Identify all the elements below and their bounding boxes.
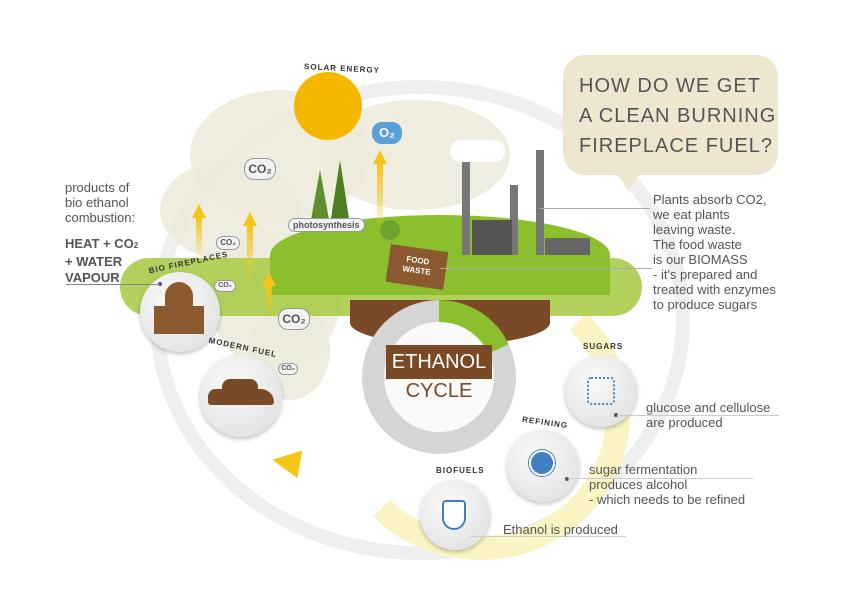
pointer-line — [540, 208, 650, 209]
biofuels-label: BIOFUELS — [436, 466, 485, 475]
co2-bubble: CO₂ — [278, 308, 310, 330]
co2-bubble: CO₂ — [244, 158, 276, 180]
text-line: to produce sugars — [653, 297, 758, 312]
magnifier-icon — [529, 450, 555, 476]
text-line: treated with enzymes — [653, 282, 776, 297]
sugars-label: SUGARS — [583, 342, 624, 351]
flask-icon — [442, 500, 466, 530]
arrow-up-icon — [192, 204, 206, 218]
sugars-circle — [565, 355, 637, 427]
text-line: leaving waste. — [653, 222, 736, 237]
molecule-icon — [587, 377, 615, 405]
arrow-shaft — [266, 286, 272, 316]
rain-cloud — [450, 140, 505, 162]
text-line: sugar fermentation — [589, 462, 698, 477]
pointer-line — [440, 268, 652, 269]
subscript: 2 — [133, 241, 139, 250]
text-line: glucose and cellulose — [646, 400, 771, 415]
arrow-to-left-icon — [269, 445, 303, 479]
text-line: - which needs to be refined — [589, 492, 746, 507]
text-line: bio ethanol — [65, 195, 129, 210]
arrow-up-icon — [373, 150, 387, 164]
arrow-shaft — [377, 164, 383, 234]
refining-circle — [507, 430, 579, 502]
car-icon — [208, 389, 274, 405]
text-line: HEAT + CO — [65, 236, 134, 251]
combustion-intro: products of bio ethanol combustion: — [65, 180, 135, 225]
question-line: HOW DO WE GET — [579, 75, 761, 97]
text-line: - it's prepared and — [653, 267, 758, 282]
bubble-tail — [618, 172, 642, 192]
question-line: A CLEAN BURNING — [579, 105, 777, 127]
ethanol-cycle-label: CYCLE — [405, 380, 473, 402]
biofuels-circle — [420, 480, 490, 550]
text-line: we eat plants — [653, 207, 730, 222]
factory-icon — [460, 150, 590, 255]
ethanol-cycle-banner: ETHANOL — [386, 345, 492, 379]
arrow-up-icon — [243, 212, 257, 226]
fire-icon — [165, 282, 193, 310]
question-line: FIREPLACE FUEL? — [579, 135, 773, 157]
pointer-dot — [565, 477, 569, 481]
pointer-line — [568, 478, 753, 479]
o2-bubble: O₂ — [372, 122, 402, 144]
refining-step-text: sugar fermentation produces alcohol - wh… — [589, 462, 745, 507]
fireplace-icon — [154, 306, 204, 334]
text-line: is our BIOMASS — [653, 252, 748, 267]
text-line: are produced — [646, 415, 723, 430]
pointer-line — [617, 415, 779, 416]
combustion-products: HEAT + CO2 + WATER VAPOUR — [65, 236, 138, 286]
arrow-shaft — [247, 226, 253, 286]
biomass-text: Plants absorb CO2, we eat plants leaving… — [653, 192, 776, 312]
text-line: + WATER — [65, 254, 123, 269]
bio-fireplaces-circle — [140, 272, 220, 352]
text-line: produces alcohol — [589, 477, 688, 492]
food-waste-crate: FOOD WASTE — [385, 244, 449, 290]
text-line: VAPOUR — [65, 270, 120, 285]
arrow-up-icon — [262, 272, 276, 286]
question-bubble: HOW DO WE GET A CLEAN BURNING FIREPLACE … — [563, 55, 778, 175]
co2-bubble: CO₂ — [278, 363, 298, 375]
tree-icon — [380, 220, 400, 240]
sugars-step-text: glucose and cellulose are produced — [646, 400, 770, 430]
pointer-line — [66, 284, 160, 285]
pointer-dot — [614, 413, 618, 417]
pointer-line — [470, 536, 626, 537]
sun-icon — [294, 72, 362, 140]
co2-bubble: CO₂ — [216, 236, 240, 250]
arrow-shaft — [196, 218, 202, 258]
modern-fuel-circle — [200, 355, 282, 437]
solar-energy-label: SOLAR ENERGY — [303, 62, 381, 75]
text-line: Plants absorb CO2, — [653, 192, 767, 207]
text-line: combustion: — [65, 210, 136, 225]
text-line: products of — [65, 180, 130, 195]
text-line: The food waste — [653, 237, 742, 252]
tree-icon — [310, 170, 330, 225]
pointer-dot — [158, 282, 162, 286]
biofuels-step-text: Ethanol is produced — [503, 522, 618, 537]
photosynthesis-label: photosynthesis — [288, 218, 365, 232]
tree-icon — [330, 160, 350, 225]
co2-bubble: CO₂ — [214, 280, 236, 292]
